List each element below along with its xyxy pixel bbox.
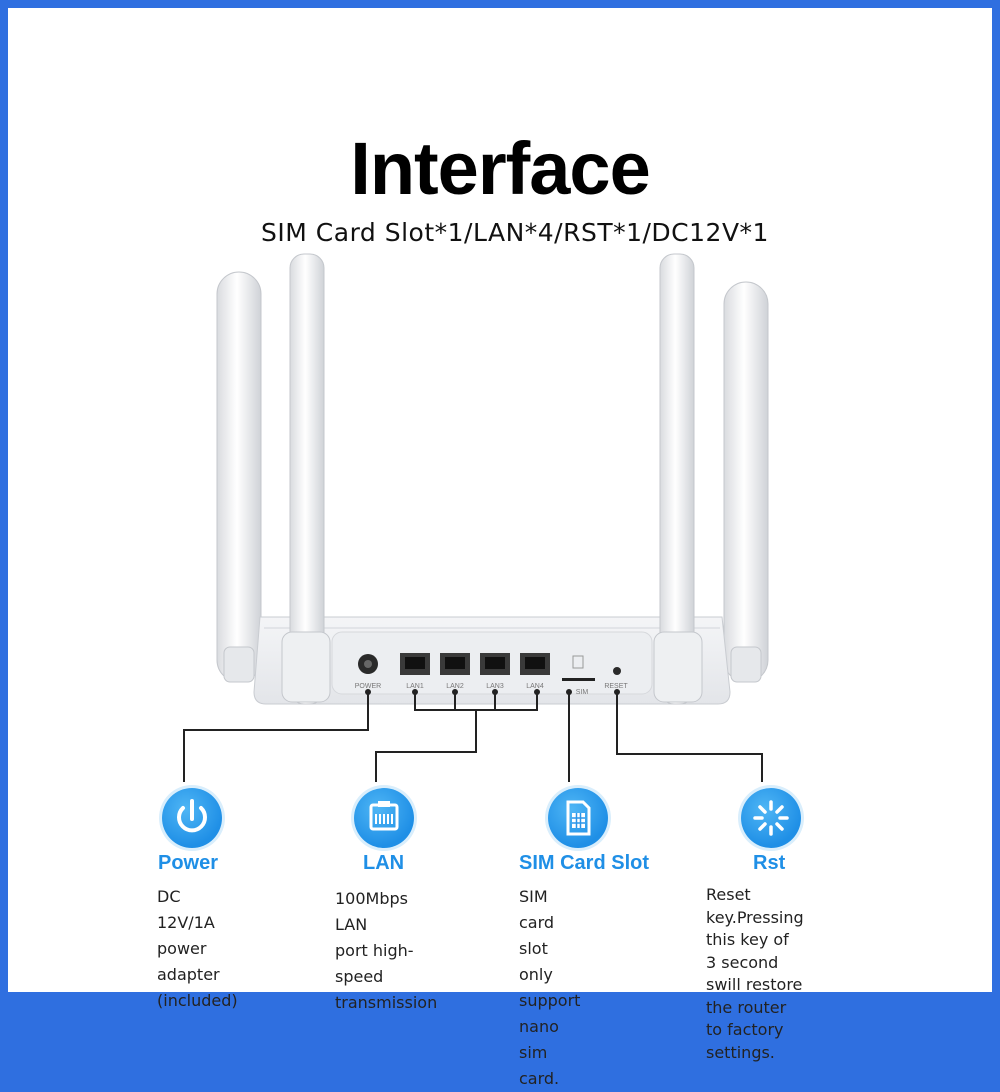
sim-slot-label: SIM xyxy=(576,689,589,696)
lan-ports: LAN1 LAN2 LAN3 LAN4 xyxy=(400,653,550,690)
callout-dots xyxy=(365,689,620,695)
lan-port-1: LAN1 xyxy=(400,653,430,690)
lan-port-label: LAN2 xyxy=(446,683,464,690)
feature-description: Reset key.Pressing this key of 3 second … xyxy=(706,885,804,1062)
feature-description: 100Mbps LAN port high-speed transmission xyxy=(335,889,438,1012)
router-illustration: POWER LAN1 LAN2 LAN3 LAN4 SIM xyxy=(183,253,769,782)
antenna-front-right xyxy=(653,253,703,705)
antenna-back-right xyxy=(723,281,769,683)
ethernet-port-icon xyxy=(354,788,414,848)
lan-port-3: LAN3 xyxy=(480,653,510,690)
feature-name: Power xyxy=(158,852,219,874)
feature-name: LAN xyxy=(363,852,405,874)
lan-port-2: LAN2 xyxy=(440,653,470,690)
lan-port-4: LAN4 xyxy=(520,653,550,690)
reset-port-label: RESET xyxy=(604,683,628,690)
feature-name: Rst xyxy=(753,852,786,874)
feature-name: SIM Card Slot xyxy=(519,852,650,874)
page-subtitle: SIM Card Slot*1/LAN*4/RST*1/DC12V*1 xyxy=(261,218,769,247)
sim-card-icon xyxy=(548,788,608,848)
feature-description: DC 12V/1A power adapter (included) xyxy=(157,887,238,1010)
callout-lines xyxy=(183,692,763,782)
power-port: POWER xyxy=(355,654,381,690)
reset-icon xyxy=(741,788,801,848)
power-port-label: POWER xyxy=(355,683,381,690)
reset-button-hole: RESET xyxy=(604,667,628,690)
lan-port-label: LAN4 xyxy=(526,683,544,690)
feature-description: SIM card slot only support nano sim card… xyxy=(519,887,581,1088)
page-title: Interface xyxy=(350,127,650,210)
lan-port-label: LAN3 xyxy=(486,683,504,690)
antenna-front-left xyxy=(281,253,331,705)
antenna-back-left xyxy=(216,271,262,683)
power-icon xyxy=(162,788,222,848)
sim-slot: SIM xyxy=(562,655,595,696)
lan-port-label: LAN1 xyxy=(406,683,424,690)
